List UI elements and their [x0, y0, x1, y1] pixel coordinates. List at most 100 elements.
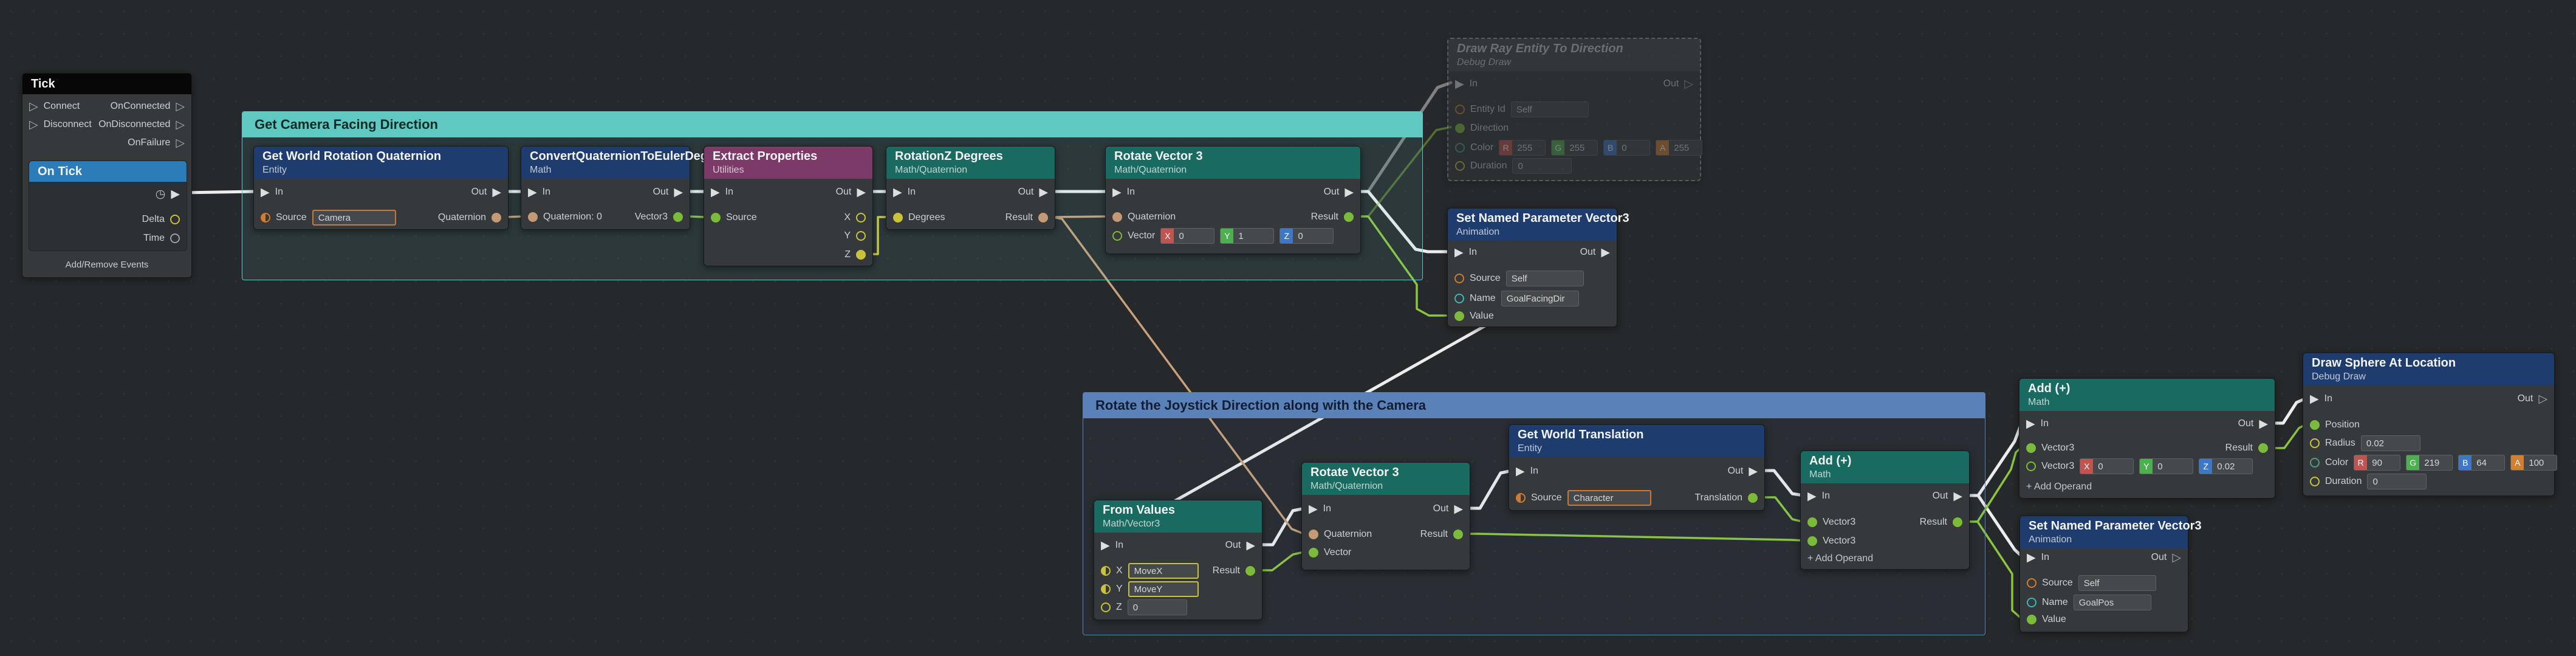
port-vector3[interactable] — [673, 212, 683, 222]
port-quaternion[interactable] — [1112, 212, 1122, 222]
exec-in-port[interactable]: ▶ — [1309, 502, 1318, 516]
port-source[interactable] — [711, 213, 721, 223]
port-duration[interactable] — [1455, 161, 1465, 171]
exec-in-port[interactable]: ▶ — [261, 185, 270, 199]
exec-in-port[interactable]: ▷ — [29, 100, 38, 113]
port-value[interactable] — [1454, 311, 1464, 321]
exec-in-port[interactable]: ▶ — [1516, 464, 1525, 478]
port-delta[interactable] — [170, 215, 180, 224]
field-source[interactable]: Camera — [312, 210, 396, 226]
port-color[interactable] — [1455, 143, 1465, 153]
field-entity-id[interactable]: Self — [1510, 102, 1589, 117]
port-x[interactable] — [1101, 566, 1111, 576]
exec-in-port[interactable]: ▶ — [1454, 246, 1464, 259]
field-source[interactable]: Character — [1567, 490, 1651, 506]
port-z[interactable] — [1101, 602, 1111, 612]
port-result[interactable] — [2258, 443, 2268, 453]
port-source[interactable] — [1454, 274, 1464, 283]
add-remove-events-button[interactable]: Add/Remove Events — [65, 260, 149, 270]
port-result[interactable] — [1344, 212, 1354, 222]
port-z[interactable] — [856, 250, 866, 260]
exec-in-port[interactable]: ▷ — [29, 118, 38, 131]
field-name[interactable]: GoalFacingDir — [1501, 291, 1579, 306]
port-quaternion[interactable] — [492, 213, 501, 223]
add-operand-button[interactable]: + Add Operand — [1807, 553, 1874, 564]
port-y[interactable] — [856, 231, 866, 241]
port-x[interactable] — [856, 213, 866, 223]
port-position[interactable] — [2310, 420, 2320, 430]
exec-out-port[interactable]: ▶ — [1601, 246, 1610, 259]
port-entity-id[interactable] — [1455, 105, 1465, 114]
node-header[interactable]: Add (+)Math — [2019, 379, 2275, 411]
port-source[interactable] — [2027, 578, 2036, 588]
group-header-rotate-joystick-direction[interactable]: Rotate the Joystick Direction along with… — [1083, 393, 1985, 418]
exec-in-port[interactable]: ▶ — [2310, 392, 2319, 406]
port-result[interactable] — [1038, 213, 1048, 223]
field-name[interactable]: GoalPos — [2073, 595, 2151, 610]
exec-out-port[interactable]: ▶ — [492, 185, 501, 199]
group-header-get-camera-facing-direction[interactable]: Get Camera Facing Direction — [242, 112, 1422, 137]
port-color[interactable] — [2310, 458, 2320, 468]
port-time[interactable] — [170, 233, 180, 243]
port-vector3[interactable] — [1807, 536, 1817, 546]
node-header[interactable]: On Tick — [29, 161, 187, 182]
exec-out-port[interactable]: ▷ — [176, 100, 185, 113]
exec-out-port[interactable]: ▶ — [171, 187, 180, 201]
port-result[interactable] — [1245, 566, 1255, 576]
port-result[interactable] — [1953, 517, 1962, 527]
port-result[interactable] — [1453, 530, 1463, 539]
port-vector3[interactable] — [1807, 517, 1817, 527]
exec-out-port[interactable]: ▷ — [2172, 551, 2181, 564]
field-radius[interactable]: 0.02 — [2360, 435, 2420, 451]
field-z[interactable]: 0 — [1127, 599, 1187, 615]
exec-in-port[interactable]: ▶ — [1112, 185, 1122, 199]
port-source[interactable] — [261, 213, 270, 223]
node-header[interactable]: Tick — [22, 74, 191, 94]
exec-out-port[interactable]: ▷ — [176, 136, 185, 150]
add-operand-button[interactable]: + Add Operand — [2026, 482, 2092, 492]
exec-in-port[interactable]: ▶ — [711, 185, 720, 199]
port-degrees[interactable] — [893, 213, 903, 223]
port-vector[interactable] — [1309, 548, 1318, 558]
port-quaternion[interactable] — [1309, 530, 1318, 539]
port-source[interactable] — [1516, 493, 1526, 503]
exec-out-port[interactable]: ▶ — [674, 185, 683, 199]
exec-out-port[interactable]: ▶ — [1454, 502, 1463, 516]
field-x[interactable]: MoveX — [1128, 563, 1199, 579]
exec-out-port[interactable]: ▶ — [1246, 539, 1255, 552]
exec-out-port[interactable]: ▶ — [857, 185, 866, 199]
port-vector3[interactable] — [2026, 443, 2036, 453]
exec-in-port[interactable]: ▶ — [1101, 539, 1110, 552]
port-duration[interactable] — [2310, 477, 2320, 486]
port-vector3[interactable] — [2026, 461, 2036, 471]
port-name[interactable] — [1454, 294, 1464, 303]
port-translation[interactable] — [1748, 493, 1758, 503]
exec-out-port[interactable]: ▶ — [2259, 417, 2268, 430]
field-duration[interactable]: 0 — [1512, 158, 1572, 174]
exec-out-port[interactable]: ▷ — [176, 118, 185, 131]
